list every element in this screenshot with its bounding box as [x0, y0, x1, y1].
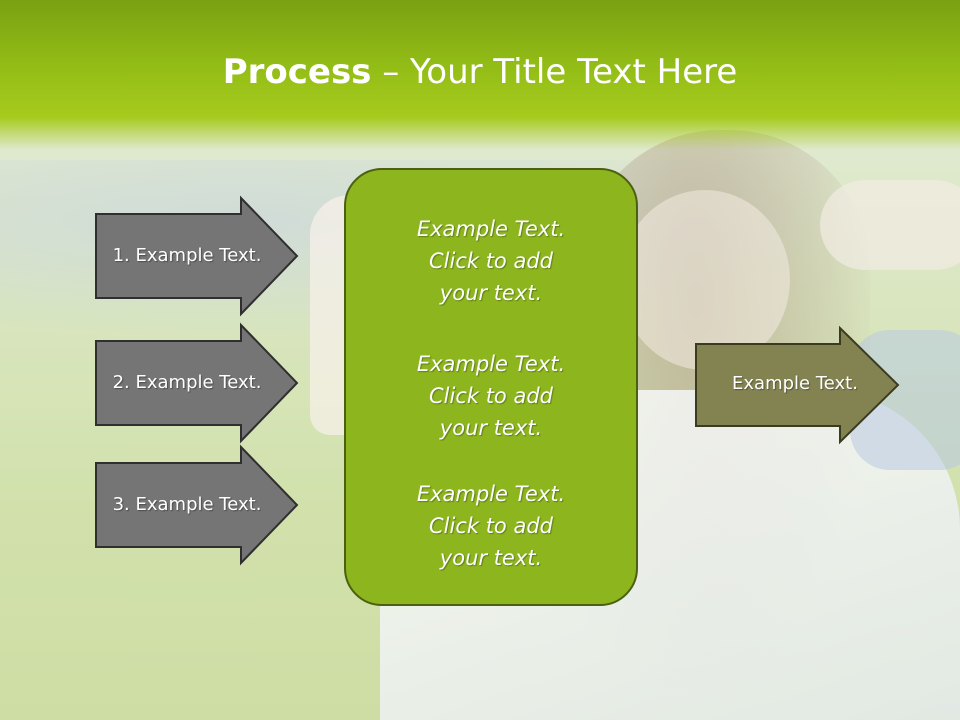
right-arrow[interactable] [695, 325, 900, 445]
title-band [0, 0, 960, 150]
slide-title[interactable]: Process – Your Title Text Here [0, 52, 960, 92]
left-arrow-1-label: 1. Example Text. [112, 245, 262, 266]
left-arrow-3-label: 3. Example Text. [112, 494, 262, 515]
right-arrow-label: Example Text. [732, 373, 858, 394]
center-block-2-line3: your text. [439, 416, 543, 440]
title-bold-text: Process [222, 52, 372, 92]
center-text-block-2[interactable]: Example Text. Click to add your text. [344, 348, 638, 444]
left-arrow-2-label: 2. Example Text. [112, 372, 262, 393]
center-block-2-line2: Click to add [428, 384, 553, 408]
center-block-2-line1: Example Text. [416, 352, 566, 376]
center-text-block-3[interactable]: Example Text. Click to add your text. [344, 478, 638, 574]
center-block-1-line2: Click to add [428, 249, 553, 273]
left-arrow-3[interactable] [95, 444, 299, 566]
person-face [620, 190, 790, 370]
center-block-1-line1: Example Text. [416, 217, 566, 241]
center-text-block-1[interactable]: Example Text. Click to add your text. [344, 213, 638, 309]
left-arrow-2[interactable] [95, 322, 299, 444]
person-right-arm [820, 180, 960, 270]
title-rest-text: – Your Title Text Here [371, 52, 738, 92]
center-block-3-line2: Click to add [428, 514, 553, 538]
left-arrow-1[interactable] [95, 195, 299, 317]
center-block-1-line3: your text. [439, 281, 543, 305]
center-block-3-line3: your text. [439, 546, 543, 570]
center-block-3-line1: Example Text. [416, 482, 566, 506]
center-content-box[interactable] [344, 168, 638, 606]
